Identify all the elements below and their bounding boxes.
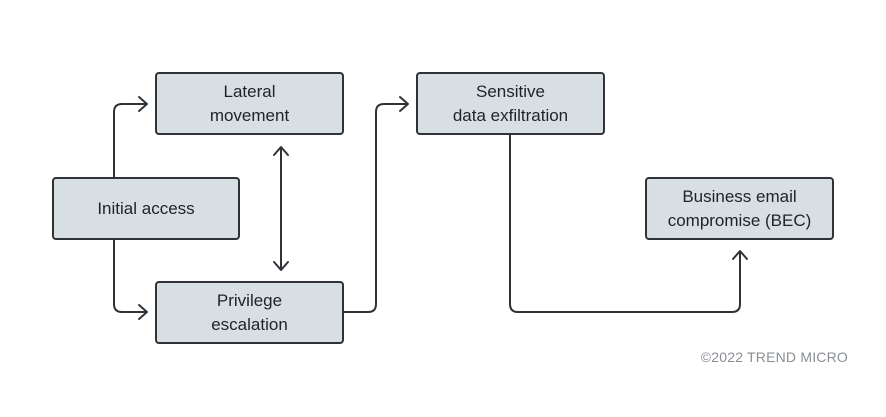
node-label: Sensitive data exfiltration (452, 81, 569, 125)
node-label: Business email compromise (BEC) (667, 186, 812, 230)
node-business-email-compromise: Business email compromise (BEC) (645, 177, 834, 240)
arrowhead-up (273, 146, 289, 156)
arrowhead-sensitive (399, 96, 409, 112)
arrowhead-privilege (138, 304, 148, 320)
node-label: Privilege escalation (211, 290, 288, 334)
arrow-sensitive-to-bec (509, 134, 741, 313)
node-privilege-escalation: Privilege escalation (155, 281, 344, 344)
arrowhead-down (273, 261, 289, 271)
copyright-text: ©2022 TREND MICRO (700, 349, 848, 365)
node-label: Lateral movement (209, 81, 290, 125)
node-sensitive-data-exfiltration: Sensitive data exfiltration (416, 72, 605, 135)
node-label: Initial access (97, 198, 195, 218)
arrow-privilege-to-sensitive (343, 103, 408, 313)
arrowhead-bec (732, 250, 748, 260)
node-lateral-movement: Lateral movement (155, 72, 344, 135)
arrow-initial-to-lateral (113, 103, 147, 178)
arrow-initial-to-privilege (113, 239, 147, 313)
node-initial-access: Initial access (52, 177, 240, 240)
arrowhead-lateral (138, 96, 148, 112)
